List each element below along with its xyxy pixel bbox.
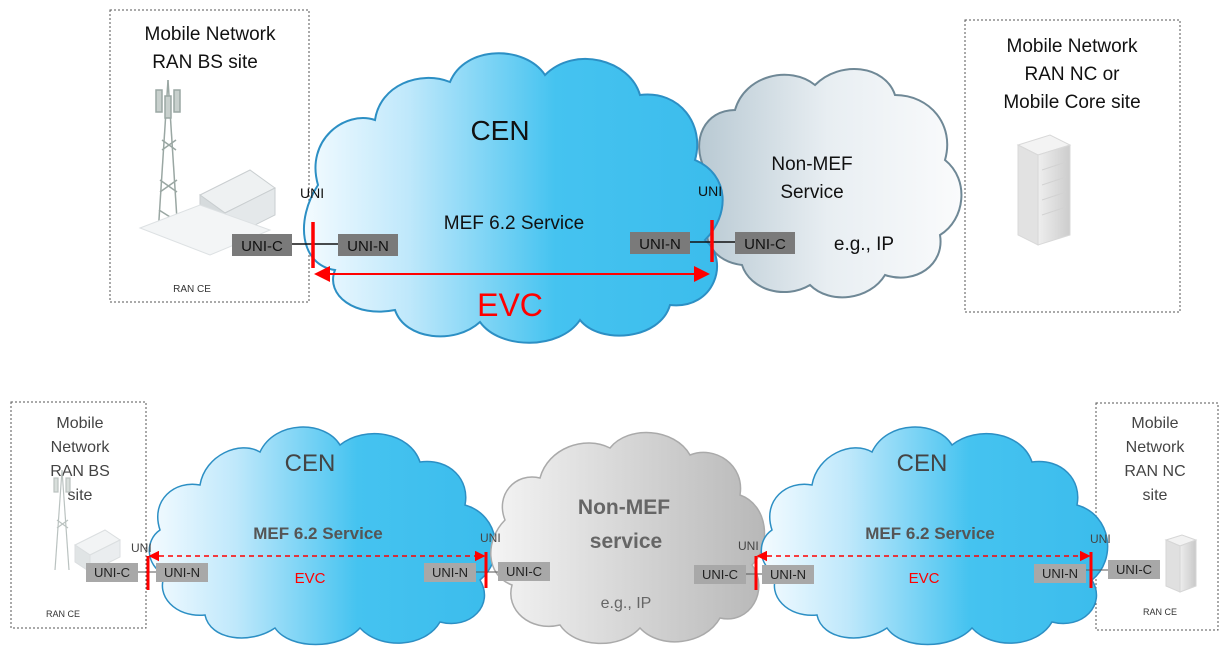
bottom-uni-n-label-2: UNI-N [432,565,468,580]
uni-n-box-right [630,232,690,254]
bottom-non-mef-line1: Non-MEF [578,496,670,519]
uni-n-left-label: UNI-N [347,238,389,255]
bottom-uni-n-box-4 [1034,564,1086,583]
uni-c-right-label: UNI-C [744,236,786,253]
bottom-cell-tower-icon [53,469,71,571]
bottom-evc-label-right: EVC [909,570,940,587]
uni-n-box-left [338,234,398,256]
bottom-uni-c-box-1 [86,563,138,582]
ran-ce-label: RAN CE [173,284,211,295]
bottom-evc-label-left: EVC [295,570,326,587]
cen-title: CEN [470,115,529,146]
cell-tower-icon [155,79,181,236]
bs-site-title-line2: RAN BS site [152,52,258,73]
bottom-bs-line2: Network [51,439,111,456]
non-mef-title-line2: Service [780,182,843,203]
bottom-mef-right-label: MEF 6.2 Service [865,524,994,543]
bottom-uni-label-3: UNI [738,539,759,553]
bottom-ran-ce-left: RAN CE [46,609,80,619]
bottom-nc-line2: Network [1126,439,1186,456]
bottom-uni-c-label-4: UNI-C [1116,562,1152,577]
nc-site-title-line3: Mobile Core site [1003,92,1140,113]
bottom-uni-n-box-1 [156,563,208,582]
uni-label-right: UNI [698,183,722,199]
bottom-uni-n-label-4: UNI-N [1042,566,1078,581]
bottom-uni-label-1: UNI [131,541,152,555]
bottom-non-mef-cloud [490,431,766,645]
bottom-cen-right-title: CEN [897,450,948,477]
bottom-ran-ce-right: RAN CE [1143,607,1177,617]
bottom-bs-line4: site [68,487,93,504]
bottom-bs-line3: RAN BS [50,463,110,480]
bs-site-box [109,9,310,303]
bottom-uni-n-label-3: UNI-N [770,567,806,582]
nc-site-title-line2: RAN NC or [1024,64,1120,85]
nc-site-title-line1: Mobile Network [1007,36,1138,57]
bottom-nc-site-box [1095,402,1219,631]
bottom-uni-n-box-3 [762,565,814,584]
bottom-uni-c-box-4 [1108,560,1160,579]
bottom-bs-line1: Mobile [56,415,103,432]
bottom-nc-line1: Mobile [1131,415,1178,432]
bottom-uni-c-box-2 [498,562,550,581]
bottom-uni-n-label-1: UNI-N [164,565,200,580]
uni-label-left: UNI [300,185,324,201]
bottom-uni-c-label-1: UNI-C [94,565,130,580]
bottom-uni-label-2: UNI [480,531,501,545]
evc-label: EVC [477,287,543,323]
bottom-cen-cloud-left [148,426,497,646]
bottom-uni-c-label-3: UNI-C [702,567,738,582]
bottom-nc-line4: site [1143,487,1168,504]
bottom-uni-n-box-2 [424,563,476,582]
bottom-cen-left-title: CEN [285,450,336,477]
mef-service-label: MEF 6.2 Service [444,213,584,234]
uni-c-box-left [232,234,292,256]
nc-site-box [964,19,1181,313]
bottom-uni-c-box-3 [694,565,746,584]
bottom-non-mef-example: e.g., IP [601,595,652,612]
non-mef-title-line1: Non-MEF [771,154,852,175]
bottom-non-mef-line2: service [590,530,662,553]
bottom-mef-left-label: MEF 6.2 Service [253,524,382,543]
bs-site-title-line1: Mobile Network [145,24,276,45]
bottom-bs-site-box [10,401,147,629]
bottom-uni-c-label-2: UNI-C [506,564,542,579]
uni-n-right-label: UNI-N [639,236,681,253]
uni-c-left-label: UNI-C [241,238,283,255]
server-rack-icon [1016,134,1072,246]
bottom-server-rack-icon [1164,534,1198,593]
bottom-uni-label-4: UNI [1090,532,1111,546]
uni-c-box-right [735,232,795,254]
non-mef-example: e.g., IP [834,234,894,255]
bottom-nc-line3: RAN NC [1124,463,1185,480]
